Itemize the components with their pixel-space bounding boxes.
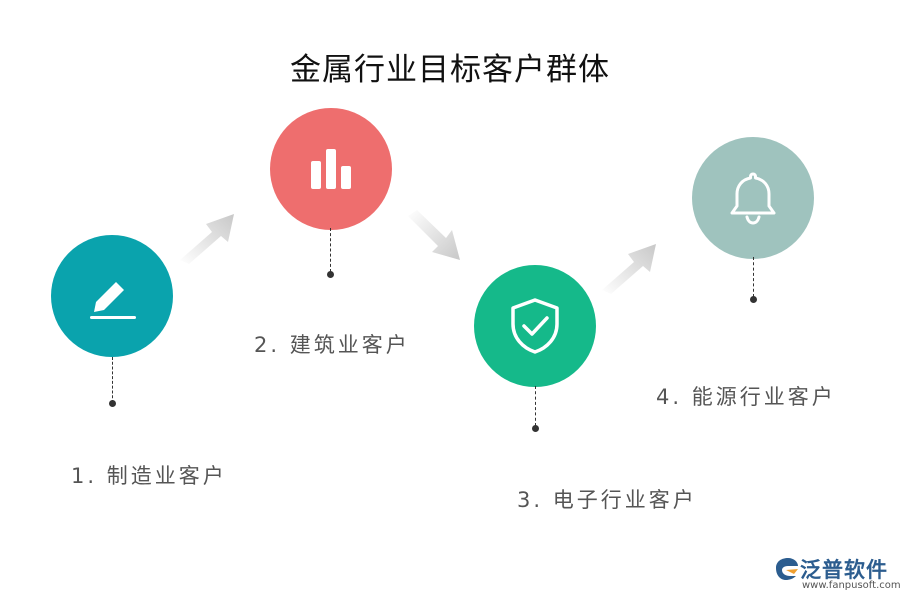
step-2-dot <box>327 271 334 278</box>
shield-check-icon <box>511 298 559 354</box>
fanpu-logo-icon <box>776 558 798 580</box>
brand-logo: 泛普软件 www.fanpusoft.com <box>774 552 900 596</box>
step-4-connector <box>753 257 754 297</box>
step-1-connector <box>112 357 113 403</box>
step-4-circle <box>692 137 814 259</box>
step-3-label: 3. 电子行业客户 <box>517 488 697 512</box>
bar-chart-icon <box>311 149 351 189</box>
brand-name: 泛普软件 <box>800 558 888 582</box>
step-3-connector <box>535 386 536 426</box>
arrow-up-2-icon <box>602 244 656 294</box>
page-title: 金属行业目标客户群体 <box>290 52 610 88</box>
step-4-dot <box>750 296 757 303</box>
pencil-icon <box>90 282 136 319</box>
brand-url: www.fanpusoft.com <box>802 580 900 591</box>
bell-icon <box>730 172 776 225</box>
arrow-up-1-icon <box>180 214 234 264</box>
step-4-label: 4. 能源行业客户 <box>656 385 836 409</box>
step-2-label: 2. 建筑业客户 <box>254 333 410 357</box>
step-1-label: 1. 制造业客户 <box>71 464 227 488</box>
step-2-circle <box>270 108 392 230</box>
step-3-circle <box>474 265 596 387</box>
step-1-circle <box>51 235 173 357</box>
step-1-dot <box>109 400 116 407</box>
arrow-down-icon <box>408 210 460 260</box>
step-2-connector <box>330 228 331 272</box>
step-3-dot <box>532 425 539 432</box>
